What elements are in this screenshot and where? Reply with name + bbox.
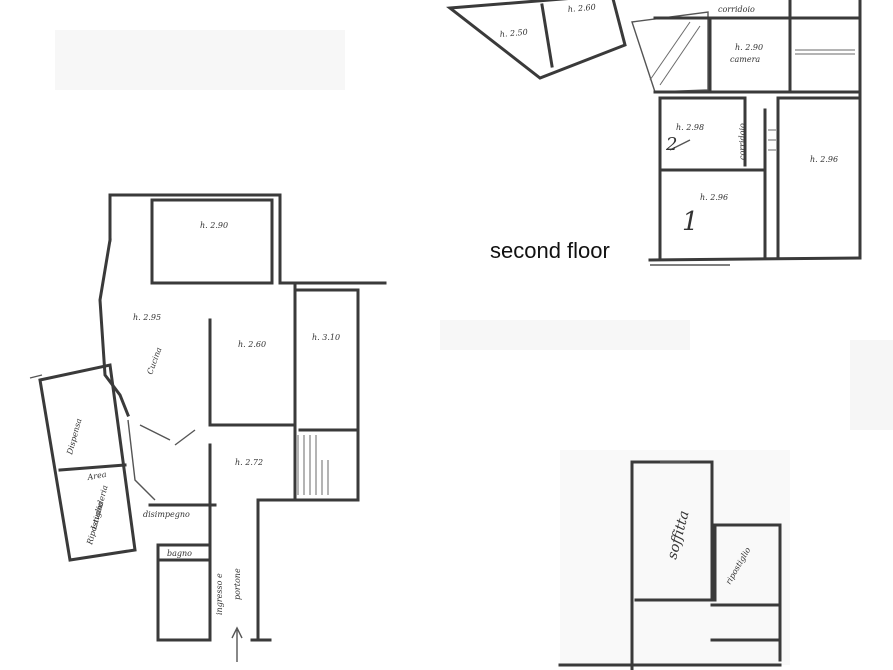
main-stairs (297, 435, 329, 495)
room-label-main-bath: bagno (167, 549, 192, 558)
room-label-upper-lower-left: h. 2.96 (700, 193, 728, 202)
room-label-upper-small-mark: 2 (665, 134, 677, 155)
room-label-main-kitchen: Cucina (145, 346, 163, 376)
room-label-main-entrance-b: portone (233, 568, 242, 600)
room-label-upper-corridor: corridoio (718, 5, 755, 14)
floor-title: second floor (490, 238, 610, 263)
upper-corridor-outline (631, 11, 709, 93)
lower-right-plan (558, 460, 782, 670)
upper-left-wing-outline (446, 0, 627, 80)
room-label-upper-right-tall: h. 2.96 (810, 155, 838, 164)
room-label-upper-mid-sub: camera (730, 55, 760, 64)
room-label-main-wing-a: Area (86, 470, 108, 482)
room-label-main-entrance: ingresso e (215, 573, 224, 615)
room-label-upper-left-a: h. 2.50 (499, 28, 528, 39)
room-label-main-right: h. 3.10 (312, 333, 340, 342)
room-label-main-top: h. 2.90 (200, 221, 228, 230)
room-label-main-wing-c: Ripostiglio (85, 501, 105, 546)
room-label-upper-mid: h. 2.90 (735, 43, 763, 52)
room-label-main-center: h. 2.60 (238, 340, 266, 349)
upper-floor-plan (446, 0, 862, 266)
room-label-main-hall: disimpegno (143, 510, 190, 519)
upper-left-wing-partition (540, 3, 554, 68)
room-label-upper-left-b: h. 2.60 (567, 3, 596, 14)
room-label-upper-vertical: corridoio (738, 123, 747, 160)
scan-smudges (55, 30, 893, 665)
room-label-main-kitchen-h: h. 2.95 (133, 313, 161, 322)
main-left-wing-outline (38, 363, 137, 562)
room-label-main-lower: h. 2.72 (235, 458, 263, 467)
room-label-main-storage: Dispensa (65, 417, 84, 456)
main-floor-plan (29, 193, 387, 662)
room-label-upper-small: h. 2.98 (676, 123, 704, 132)
main-top-room-outline (150, 198, 274, 285)
upper-floor-labels: h. 2.50 h. 2.60 corridoio h. 2.90 camera… (499, 3, 838, 237)
room-label-upper-lower-mark: 1 (682, 207, 699, 237)
entrance-arrow-icon (231, 626, 243, 662)
